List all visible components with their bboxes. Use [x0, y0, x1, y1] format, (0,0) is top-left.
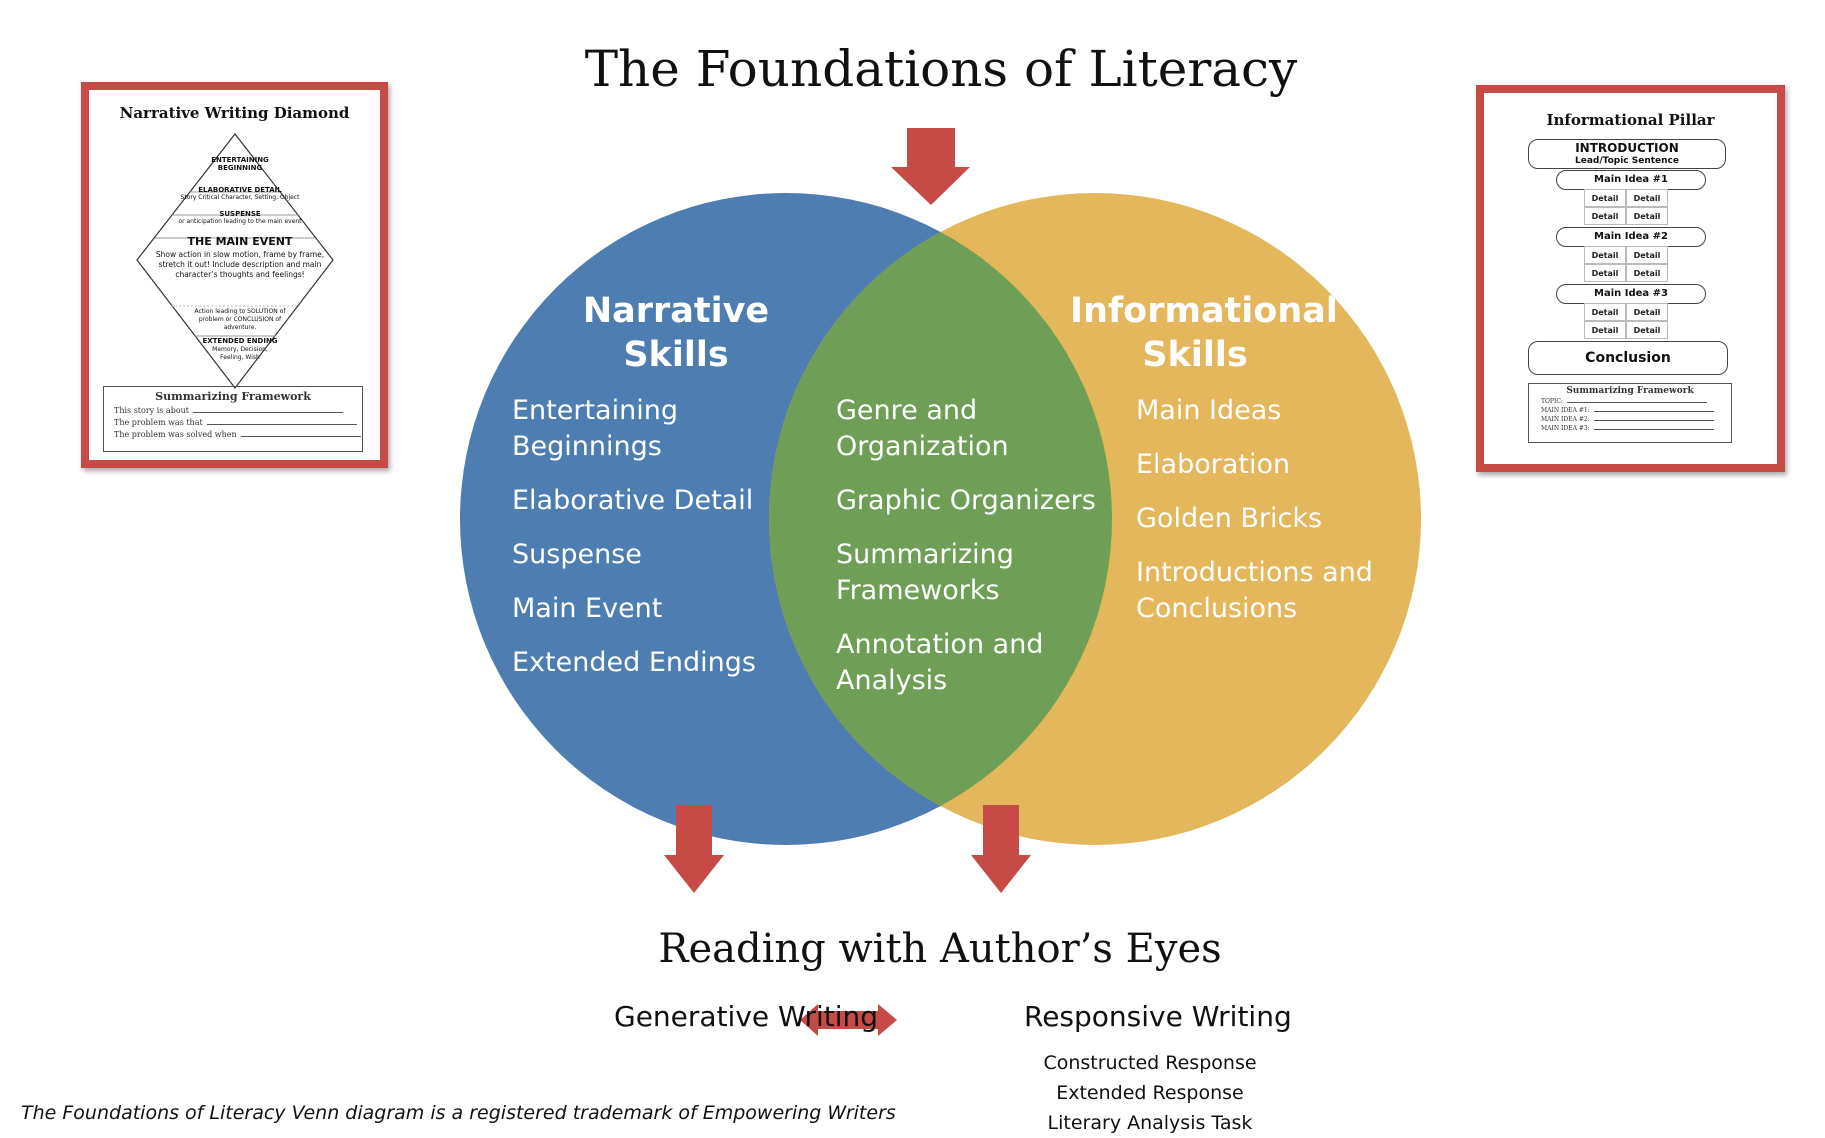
summary-line-text: This story is about [114, 406, 189, 415]
narrative-heading-line: Skills [623, 335, 729, 375]
list-item: Elaboration [1136, 449, 1291, 480]
summary-line: TOPIC: [1541, 398, 1719, 405]
summary-line: MAIN IDEA #1: [1541, 407, 1719, 414]
narrative-writing-diamond-document: Narrative Writing Diamond ENTERTAINING B… [81, 82, 388, 468]
double-arrow-icon [800, 1004, 897, 1036]
summary-line: MAIN IDEA #2: [1541, 416, 1719, 423]
summary-line-text: The problem was that [114, 418, 203, 427]
summary-line-text: The problem was solved when [114, 430, 237, 439]
summary-line: The problem was that [114, 418, 357, 427]
detail-cell: Detail [1584, 246, 1626, 264]
detail-cell: Detail [1584, 189, 1626, 207]
list-item: Annotation and Analysis [836, 629, 1044, 696]
list-item: Extended Response [1056, 1082, 1244, 1104]
summarizing-framework-box: Summarizing Framework This story is abou… [103, 386, 363, 452]
detail-cell: Detail [1626, 189, 1668, 207]
detail-cell: Detail [1584, 321, 1626, 339]
summary-line: This story is about [114, 406, 352, 415]
bottom-heading: Reading with Author’s Eyes [658, 926, 1222, 972]
list-item: Introductions and Conclusions [1136, 557, 1373, 624]
list-item: Genre and Organization [836, 395, 1009, 462]
responsive-items: Constructed Response Extended Response L… [1000, 1048, 1300, 1138]
detail-cell: Detail [1584, 207, 1626, 225]
summary-line-text: MAIN IDEA #3: [1541, 425, 1590, 432]
diamond-section: or anticipation leading to the main even… [178, 218, 302, 225]
top-arrow-icon [891, 128, 970, 205]
informational-pillar-document: Informational Pillar INTRODUCTION Lead/T… [1476, 85, 1785, 472]
diamond-section: ENTERTAINING BEGINNING [211, 156, 269, 172]
list-item: Literary Analysis Task [1047, 1112, 1253, 1134]
narrative-heading-line: Narrative [582, 291, 770, 331]
diamond-section: Action leading to SOLUTION of problem or… [194, 308, 286, 331]
summary-line-text: TOPIC: [1541, 398, 1563, 405]
responsive-writing-label: Responsive Writing [1024, 1000, 1292, 1033]
list-item: Main Event [512, 593, 663, 624]
detail-cell: Detail [1584, 264, 1626, 282]
page-title: The Foundations of Literacy [584, 40, 1298, 98]
intro-sub-label: Lead/Topic Sentence [1574, 156, 1679, 166]
diamond-section: Memory, Decision, Feeling, Wish [212, 346, 268, 361]
list-item: Constructed Response [1043, 1052, 1257, 1074]
right-down-arrow-icon [971, 805, 1031, 893]
generative-writing-label: Generative Writing [614, 1000, 879, 1033]
trademark-footer: The Foundations of Literacy Venn diagram… [21, 1102, 896, 1124]
summary-title: Summarizing Framework [1566, 386, 1694, 396]
detail-cell: Detail [1584, 303, 1626, 321]
detail-cell: Detail [1626, 303, 1668, 321]
diamond-shape [136, 133, 334, 389]
conclusion-box: Conclusion [1528, 341, 1728, 375]
main-idea-box: Main Idea #2 [1556, 227, 1706, 247]
introduction-box: INTRODUCTION Lead/Topic Sentence [1528, 139, 1726, 169]
informational-heading: Informational Skills [1070, 289, 1338, 377]
doc-title: Informational Pillar [1546, 111, 1715, 129]
left-down-arrow-icon [664, 805, 724, 893]
informational-list: Main Ideas Elaboration Golden Bricks Int… [1136, 393, 1386, 645]
list-item: Suspense [512, 539, 642, 570]
diamond-section: EXTENDED ENDING [202, 337, 278, 345]
list-item: Entertaining Beginnings [512, 395, 678, 462]
summary-line: The problem was solved when [114, 430, 361, 439]
informational-heading-line: Informational [1070, 291, 1338, 331]
narrative-list: Entertaining Beginnings Elaborative Deta… [512, 393, 782, 699]
list-item: Golden Bricks [1136, 503, 1323, 534]
intro-label: INTRODUCTION [1575, 141, 1679, 155]
shared-list: Genre and Organization Graphic Organizer… [836, 393, 1106, 717]
diamond-section: ELABORATIVE DETAIL [198, 186, 282, 194]
narrative-heading: Narrative Skills [576, 289, 776, 377]
summarizing-framework-box: Summarizing Framework TOPIC: MAIN IDEA #… [1528, 383, 1732, 443]
summary-line-text: MAIN IDEA #2: [1541, 416, 1590, 423]
informational-heading-line: Skills [1142, 335, 1248, 375]
detail-cell: Detail [1626, 321, 1668, 339]
diamond-section: THE MAIN EVENT [187, 235, 293, 248]
list-item: Summarizing Frameworks [836, 539, 1014, 606]
main-idea-box: Main Idea #3 [1556, 284, 1706, 304]
list-item: Elaborative Detail [512, 485, 754, 516]
doc-title: Narrative Writing Diamond [119, 104, 350, 122]
summary-title: Summarizing Framework [155, 390, 311, 403]
main-idea-box: Main Idea #1 [1556, 170, 1706, 190]
summary-line: MAIN IDEA #3: [1541, 425, 1719, 432]
detail-cell: Detail [1626, 207, 1668, 225]
list-item: Graphic Organizers [836, 485, 1096, 516]
list-item: Main Ideas [1136, 395, 1282, 426]
list-item: Extended Endings [512, 647, 756, 678]
diamond-section: SUSPENSE [219, 210, 261, 218]
summary-line-text: MAIN IDEA #1: [1541, 407, 1590, 414]
detail-cell: Detail [1626, 246, 1668, 264]
diamond-section: Show action in slow motion, frame by fra… [155, 250, 325, 279]
overlap-region [769, 193, 1112, 845]
diamond-section: Story Critical Character, Setting, Objec… [180, 194, 300, 201]
detail-cell: Detail [1626, 264, 1668, 282]
